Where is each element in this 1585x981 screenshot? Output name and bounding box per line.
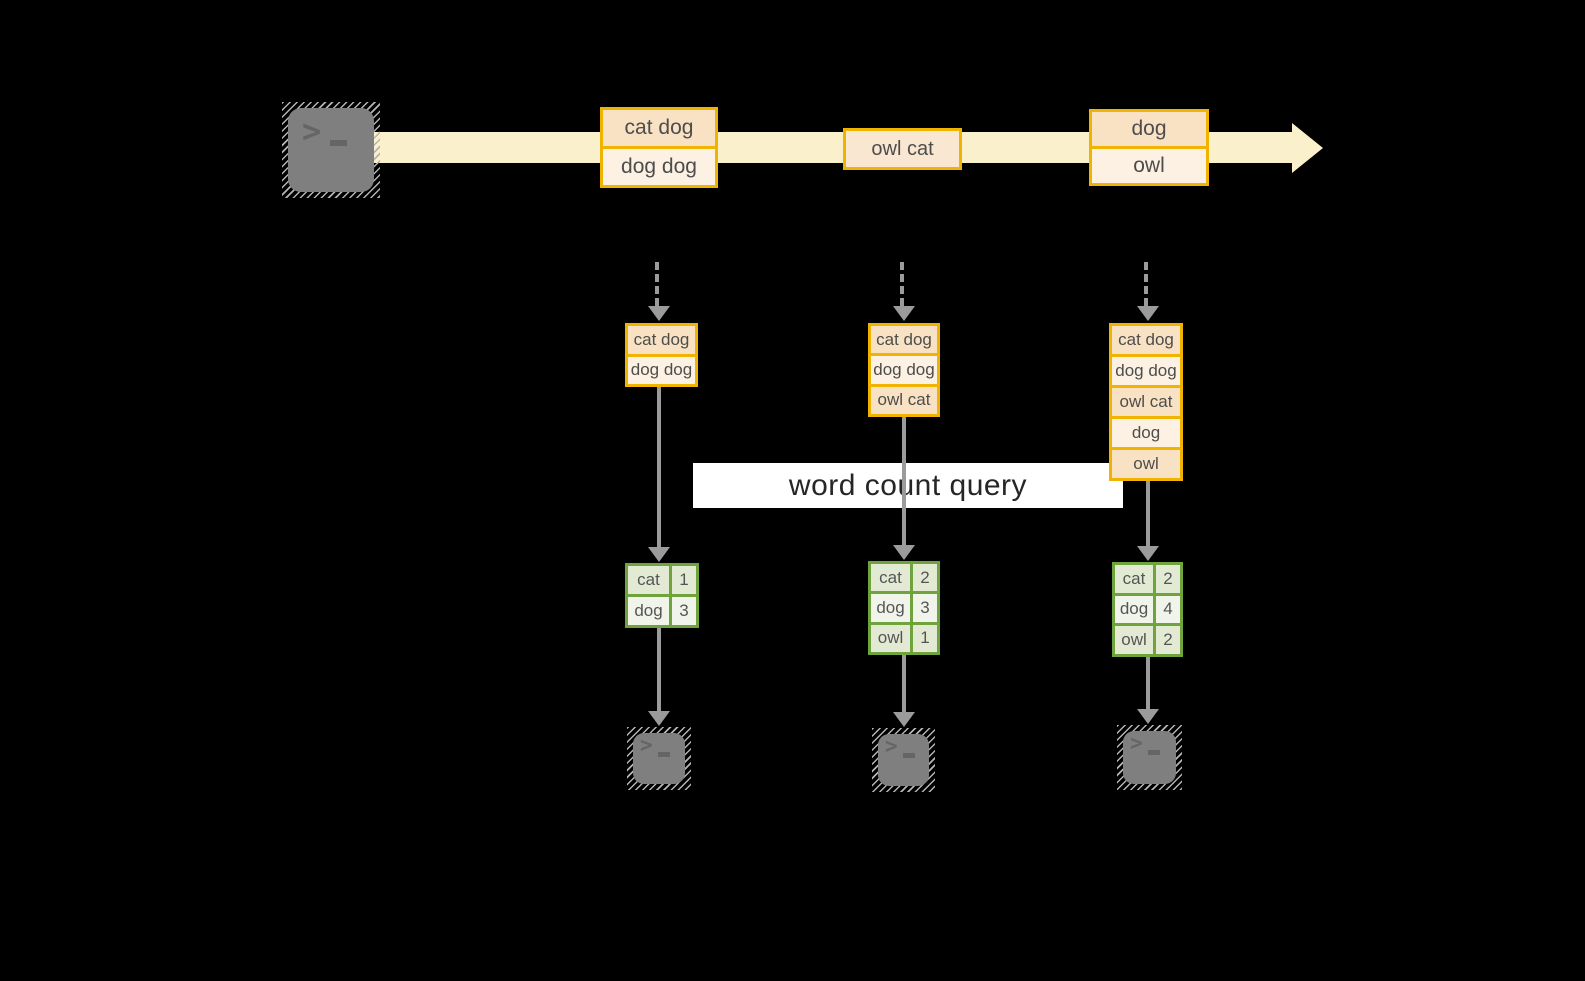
word-cell: cat: [871, 564, 910, 592]
accumulated-list-1: cat dog dog dog: [625, 323, 698, 387]
terminal-body: [288, 108, 374, 192]
connector-line: [902, 417, 906, 546]
stream-batch-2: owl cat: [843, 128, 962, 170]
connector-line: [1146, 657, 1150, 709]
accumulated-list-2: cat dog dog dog owl cat: [868, 323, 940, 417]
word-cell: dog: [871, 594, 910, 622]
connector-line: [657, 387, 661, 548]
dashed-connector: [900, 262, 904, 306]
prompt-chevron-icon: >: [302, 112, 322, 150]
count-cell: 3: [913, 594, 937, 622]
arrowhead-down-icon: [893, 545, 915, 560]
arrowhead-down-icon: [1137, 306, 1159, 321]
arrowhead-down-icon: [648, 711, 670, 726]
prompt-chevron-icon: >: [885, 734, 898, 758]
arrowhead-down-icon: [648, 547, 670, 562]
prompt-cursor-icon: [1148, 750, 1160, 755]
count-table-2: cat 2 dog 3 owl 1: [868, 561, 940, 655]
count-cell: 2: [913, 564, 937, 592]
dashed-connector: [655, 262, 659, 306]
arrowhead-down-icon: [893, 712, 915, 727]
terminal-body: [1123, 731, 1176, 784]
count-cell: 2: [1156, 565, 1180, 593]
stream-item: cat dog: [603, 110, 715, 146]
terminal-body: [878, 734, 929, 786]
list-item: dog dog: [1112, 354, 1180, 385]
stream-batch-3: dog owl: [1089, 109, 1209, 186]
terminal-output-icon: >: [872, 728, 935, 792]
dashed-connector: [1144, 262, 1148, 306]
list-item: owl cat: [871, 383, 937, 414]
count-table-3: cat 2 dog 4 owl 2: [1112, 562, 1183, 657]
connector-line: [657, 628, 661, 711]
prompt-cursor-icon: [330, 140, 347, 146]
word-cell: dog: [1115, 595, 1153, 624]
accumulated-list-3: cat dog dog dog owl cat dog owl: [1109, 323, 1183, 481]
stream-arrowhead-icon: [1292, 123, 1323, 173]
terminal-body: [633, 733, 685, 784]
count-cell: 1: [672, 566, 696, 594]
list-item: owl: [1112, 447, 1180, 478]
prompt-chevron-icon: >: [640, 733, 653, 757]
arrowhead-down-icon: [1137, 709, 1159, 724]
count-cell: 2: [1156, 626, 1180, 654]
arrowhead-down-icon: [893, 306, 915, 321]
prompt-chevron-icon: >: [1130, 731, 1143, 755]
list-item: cat dog: [1112, 326, 1180, 354]
word-cell: owl: [871, 624, 910, 652]
prompt-cursor-icon: [903, 753, 915, 758]
list-item: dog dog: [871, 353, 937, 384]
count-cell: 3: [672, 597, 696, 625]
count-cell: 4: [1156, 595, 1180, 624]
connector-line: [902, 655, 906, 712]
arrowhead-down-icon: [648, 306, 670, 321]
count-table-1: cat 1 dog 3: [625, 563, 699, 628]
word-cell: cat: [628, 566, 669, 594]
count-cell: 1: [913, 624, 937, 652]
word-cell: cat: [1115, 565, 1153, 593]
query-label-band: word count query: [693, 463, 1123, 508]
stream-item: dog dog: [603, 146, 715, 185]
prompt-cursor-icon: [658, 752, 670, 757]
list-item: owl cat: [1112, 385, 1180, 416]
query-label: word count query: [788, 468, 1028, 502]
stream-item: dog: [1092, 112, 1206, 146]
stream-item: owl cat: [846, 131, 959, 167]
list-item: cat dog: [871, 326, 937, 354]
terminal-output-icon: >: [1117, 725, 1182, 790]
connector-line: [1146, 481, 1150, 547]
word-cell: owl: [1115, 626, 1153, 654]
list-item: cat dog: [628, 326, 695, 354]
list-item: dog: [1112, 416, 1180, 447]
word-cell: dog: [628, 597, 669, 625]
stream-batch-1: cat dog dog dog: [600, 107, 718, 188]
terminal-output-icon: >: [627, 727, 691, 790]
terminal-source-icon: >: [282, 102, 380, 198]
arrowhead-down-icon: [1137, 546, 1159, 561]
list-item: dog dog: [628, 353, 695, 384]
stream-item: owl: [1092, 146, 1206, 183]
